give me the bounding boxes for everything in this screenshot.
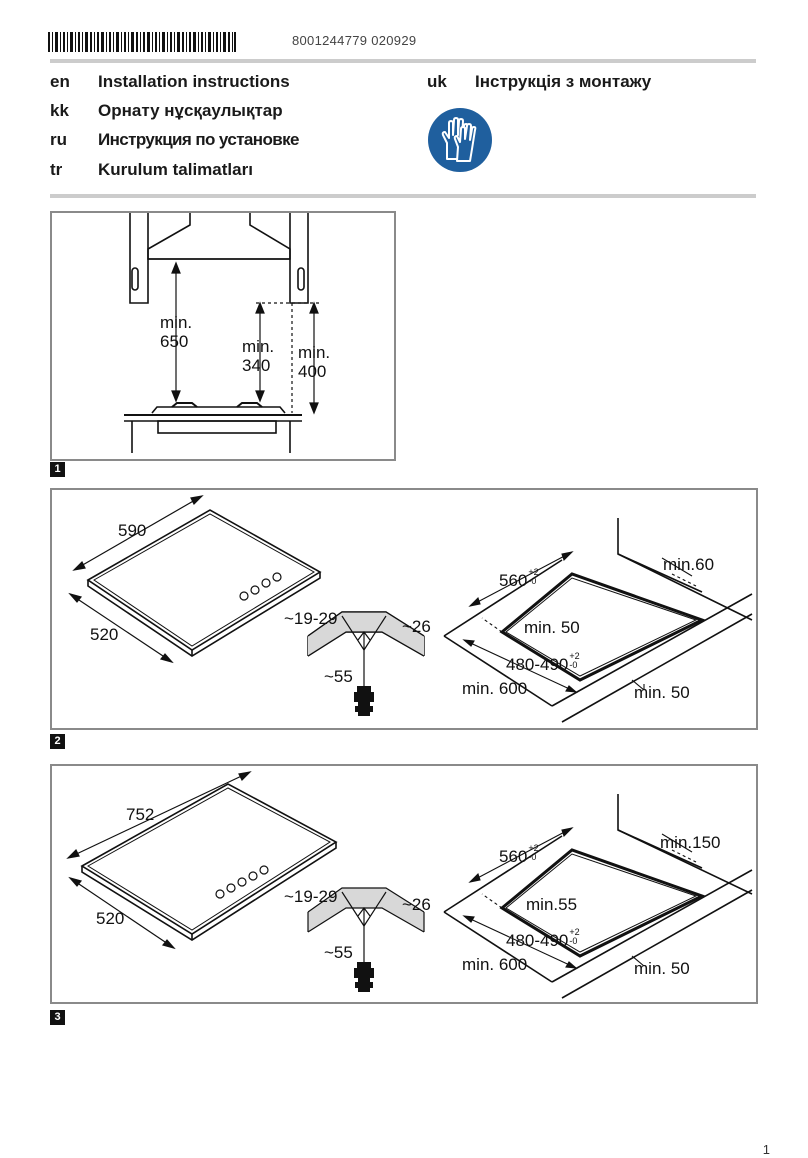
dim-corner-c: ~55 — [324, 943, 353, 962]
figure-3-number: 3 — [50, 1010, 65, 1025]
tol-plus: +2 — [569, 651, 580, 661]
dim-hob-width: 752 — [126, 805, 155, 824]
figure-1-panel: min. 650 min. 340 min. 400 — [50, 211, 396, 461]
protective-gloves-icon — [428, 108, 492, 172]
figure-2-panel: 590 520 ~19-29 ~26 ~55 560+2-0 min.60 mi… — [50, 488, 758, 730]
tol-minus: -0 — [569, 936, 578, 946]
tol-minus: -0 — [569, 660, 578, 670]
tol-minus: -0 — [528, 852, 537, 862]
dim-cutout-depth: 480-490+2-0 — [506, 927, 580, 950]
lang-code: kk — [50, 101, 69, 120]
dim-hob-depth: 520 — [90, 625, 119, 644]
dim-front-min: min.55 — [526, 895, 578, 914]
figure-1-number: 1 — [50, 462, 65, 477]
dim-cutout-width-value: 560 — [499, 571, 528, 590]
dim-back-min: min.60 — [663, 555, 715, 574]
lang-title: Інструкція з монтажу — [475, 72, 652, 91]
tol-minus: -0 — [528, 576, 537, 586]
dim-hob-depth: 520 — [96, 909, 125, 928]
dim-corner-a: ~19-29 — [284, 887, 338, 906]
tol-plus: +2 — [569, 927, 580, 937]
figure-2-number: 2 — [50, 734, 65, 749]
header-rule-top — [50, 59, 756, 63]
lang-code: en — [50, 72, 70, 91]
dim-corner-b: ~26 — [402, 895, 431, 914]
dim-hood-height: min. 650 — [160, 313, 193, 351]
dim-worktop-min: min. 600 — [462, 679, 528, 698]
dim-side-height: min. 400 — [298, 343, 331, 381]
header-rule-bottom — [50, 194, 756, 198]
figure-1-drawing — [124, 213, 322, 453]
lang-code: uk — [427, 72, 447, 91]
dim-hob-width: 590 — [118, 521, 147, 540]
dim-front-min: min. 50 — [524, 618, 580, 637]
lang-title: Installation instructions — [98, 72, 290, 91]
lang-title: Инструкция по установке — [98, 130, 299, 149]
barcode — [48, 32, 236, 52]
dim-cutout-width: 560+2-0 — [499, 843, 539, 866]
dim-corner-a: ~19-29 — [284, 609, 338, 628]
dim-cutout-depth-value: 480-490 — [506, 931, 569, 950]
dim-cutout-width-value: 560 — [499, 847, 528, 866]
dim-side-min: min. 50 — [634, 683, 690, 702]
dim-cutout-depth-value: 480-490 — [506, 655, 569, 674]
lang-title: Kurulum talimatları — [98, 160, 253, 179]
dim-cabinet-height: min. 340 — [242, 337, 275, 375]
lang-code: tr — [50, 160, 63, 179]
page-number: 1 — [762, 1142, 770, 1157]
tol-plus: +2 — [528, 843, 539, 853]
dim-corner-b: ~26 — [402, 617, 431, 636]
document-number: 8001244779 020929 — [292, 33, 417, 48]
dim-side-min: min. 50 — [634, 959, 690, 978]
dim-cutout-depth: 480-490+2-0 — [506, 651, 580, 674]
figure-3-drawing — [66, 771, 753, 999]
tol-plus: +2 — [528, 567, 539, 577]
lang-code: ru — [50, 130, 67, 149]
figure-3-panel: 752 520 ~19-29 ~26 ~55 560+2-0 min.150 m… — [50, 764, 758, 1004]
lang-title: Орнату нұсқаулықтар — [98, 101, 283, 120]
dim-worktop-min: min. 600 — [462, 955, 528, 974]
dim-cutout-width: 560+2-0 — [499, 567, 539, 590]
dim-back-min: min.150 — [660, 833, 721, 852]
figure-2-drawing — [68, 495, 753, 723]
dim-corner-c: ~55 — [324, 667, 353, 686]
